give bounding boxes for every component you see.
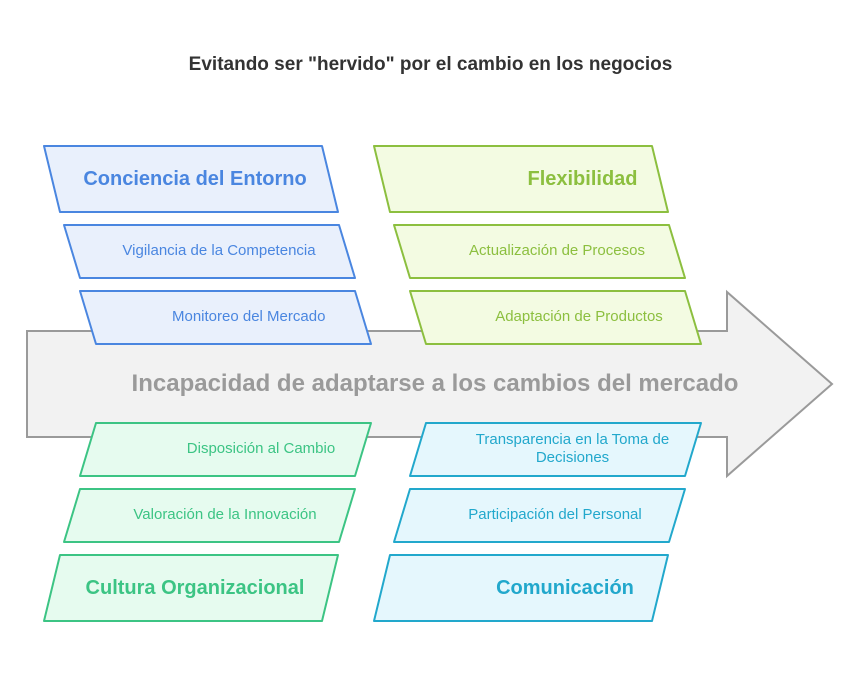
cause-label-disposicion: Disposición al Cambio (186, 440, 336, 457)
category-label-cultura: Cultura Organizacional (85, 577, 305, 599)
cause-box-disposicion (79, 422, 372, 477)
cause-text-monitoreo: Monitoreo del Mercado (172, 308, 326, 325)
diagram-title: Evitando ser "hervido" por el cambio en … (188, 54, 673, 75)
category-box-conciencia (43, 145, 339, 213)
category-box-cultura (43, 554, 339, 622)
cause-box-monitoreo (79, 290, 372, 345)
cause-label-actualizacion: Actualización de Procesos (469, 242, 645, 259)
cause-box-adaptacion (409, 290, 702, 345)
cause-label-adaptacion: Adaptación de Productos (495, 308, 663, 325)
cause-box-actualizacion (393, 224, 686, 279)
cause-label-transparencia: Transparencia en la Toma de Decisiones (475, 431, 670, 466)
cause-box-transparencia (409, 422, 702, 477)
category-label-flexibilidad: Flexibilidad (527, 168, 638, 190)
cause-box-valoracion (63, 488, 356, 543)
category-box-flexibilidad (373, 145, 669, 213)
cause-label-vigilancia: Vigilancia de la Competencia (122, 242, 316, 259)
cause-label-valoracion: Valoración de la Innovación (133, 506, 317, 523)
category-box-comunicacion (373, 554, 669, 622)
problem-label: Incapacidad de adaptarse a los cambios d… (131, 369, 739, 397)
category-label-comunicacion: Comunicación (496, 577, 634, 599)
cause-label-monitoreo: Monitoreo del Mercado (120, 304, 390, 330)
cause-box-vigilancia (63, 224, 356, 279)
cause-box-participacion (393, 488, 686, 543)
category-label-conciencia: Conciencia del Entorno (83, 168, 307, 190)
cause-label-participacion: Participación del Personal (468, 506, 642, 523)
